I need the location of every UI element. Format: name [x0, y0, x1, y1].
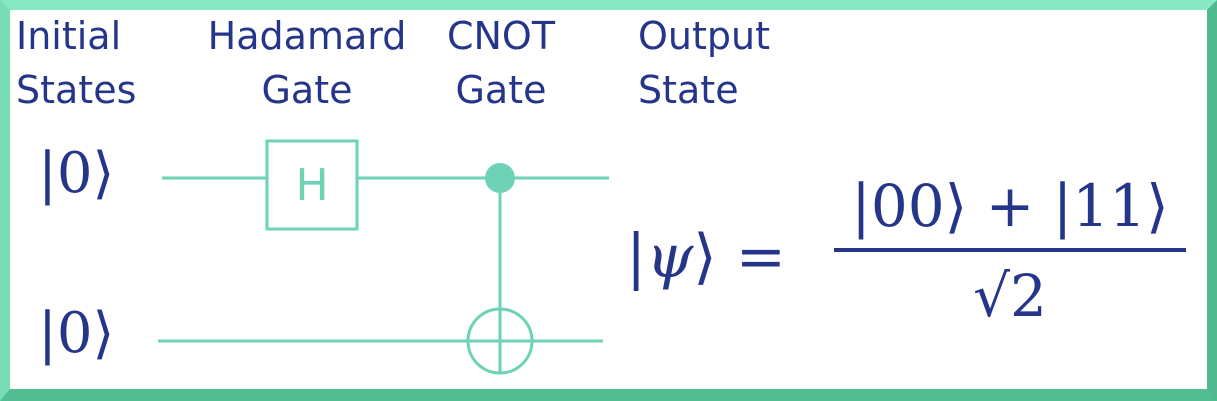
equation-equals: = [735, 222, 787, 292]
cnot-control-dot [485, 163, 515, 193]
hadamard-gate-symbol: H [295, 160, 328, 211]
equation-lhs-close: ⟩ [693, 222, 717, 292]
equation-psi-symbol: ψ [646, 222, 694, 292]
label-output-state: Output State [638, 9, 770, 117]
input-ket-bottom: |0⟩ [38, 301, 115, 366]
input-ket-top: |0⟩ [38, 141, 115, 206]
equation-fraction: |00⟩ + |11⟩ √2 [834, 170, 1186, 332]
label-initial-states-line1: Initial [16, 14, 122, 58]
label-hadamard-gate: Hadamard Gate [196, 9, 418, 117]
label-cnot-gate: CNOT Gate [438, 9, 564, 117]
label-initial-states-line2: States [16, 68, 137, 112]
equation-lhs: |ψ⟩ = [626, 222, 786, 292]
label-output-state-line2: State [638, 68, 739, 112]
hadamard-gate-box [265, 139, 359, 231]
equation-denominator: √2 [973, 262, 1047, 330]
label-cnot-gate-line2: Gate [455, 68, 547, 112]
equation-fraction-bar [834, 248, 1186, 252]
label-cnot-gate-line1: CNOT [446, 14, 556, 58]
label-hadamard-gate-line1: Hadamard [207, 14, 407, 58]
label-initial-states: Initial States [16, 9, 136, 117]
equation-lhs-open: | [626, 222, 647, 292]
equation-numerator: |00⟩ + |11⟩ [851, 172, 1169, 240]
label-output-state-line1: Output [638, 14, 770, 58]
label-hadamard-gate-line2: Gate [261, 68, 353, 112]
